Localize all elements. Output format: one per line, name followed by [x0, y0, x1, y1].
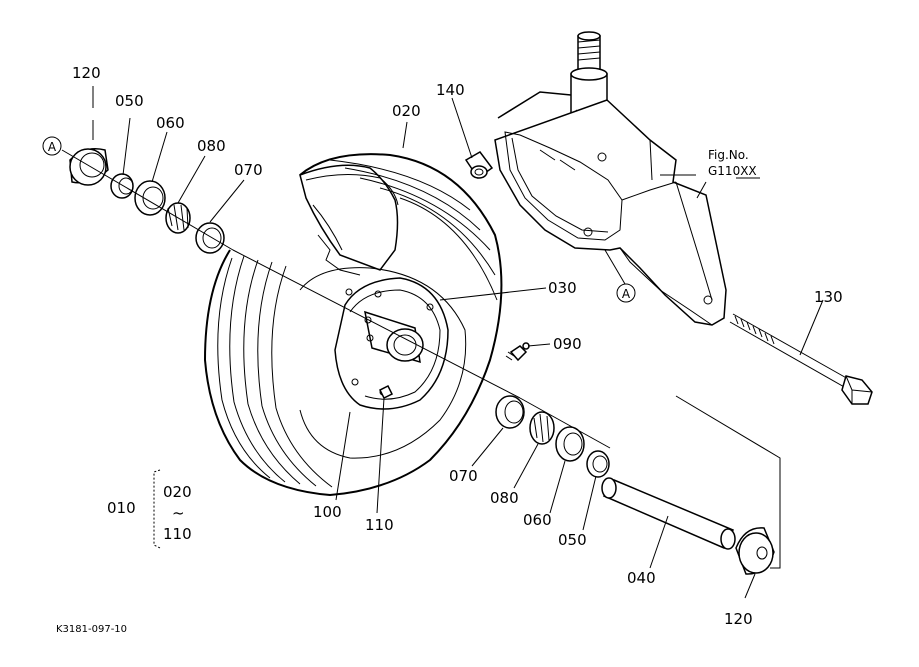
group-range-tilde: ~	[172, 504, 185, 522]
callout-140: 140	[436, 81, 465, 99]
ref-mark-right: A	[616, 283, 636, 303]
group-range-to: 110	[163, 525, 192, 543]
grease-nipple	[505, 342, 530, 362]
callout-040: 040	[627, 569, 656, 587]
ref-mark-left-label: A	[48, 140, 57, 154]
callout-050-right: 050	[558, 531, 587, 549]
callout-120-left: 120	[72, 64, 101, 82]
right-hardware	[495, 395, 775, 575]
ref-mark-left: A	[42, 136, 62, 156]
ref-mark-right-label: A	[622, 287, 631, 301]
callout-050-left: 050	[115, 92, 144, 110]
callout-130: 130	[814, 288, 843, 306]
callout-070-right: 070	[449, 467, 478, 485]
callout-080-left: 080	[197, 137, 226, 155]
callout-070-left: 070	[234, 161, 263, 179]
callout-060-right: 060	[523, 511, 552, 529]
left-hardware	[69, 148, 225, 254]
callout-090: 090	[553, 335, 582, 353]
caster-fork	[494, 31, 727, 326]
fig-ref-number: G110XX	[708, 164, 757, 178]
callout-060-left: 060	[156, 114, 185, 132]
callout-100: 100	[313, 503, 342, 521]
callout-020: 020	[392, 102, 421, 120]
axle-bolt	[729, 313, 873, 405]
leader-lines	[61, 86, 824, 599]
drawing-id: K3181-097-10	[56, 624, 127, 635]
callout-120-right: 120	[724, 610, 753, 628]
rim	[334, 277, 449, 410]
group-range-from: 020	[163, 483, 192, 501]
callout-030: 030	[548, 279, 577, 297]
bushing	[464, 151, 494, 180]
callout-110: 110	[365, 516, 394, 534]
callout-080-right: 080	[490, 489, 519, 507]
callout-010: 010	[107, 499, 136, 517]
fig-ref-label: Fig.No.	[708, 148, 749, 162]
